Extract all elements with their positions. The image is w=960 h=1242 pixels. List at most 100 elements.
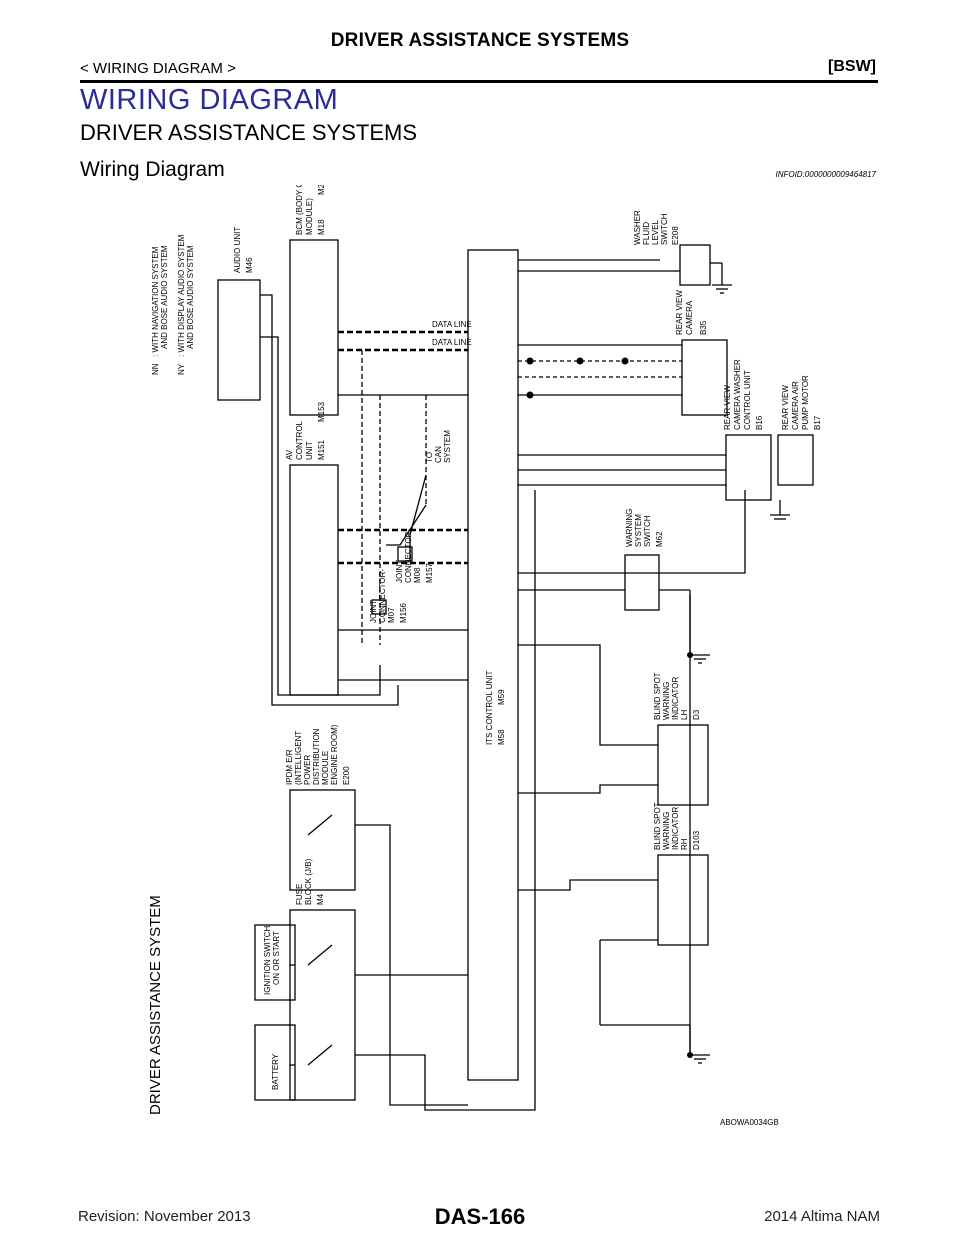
svg-text:: WITH DISPLAY AUDIO SYSTEM: : WITH DISPLAY AUDIO SYSTEM <box>177 234 186 357</box>
svg-text:CAMERA WASHER: CAMERA WASHER <box>733 359 742 430</box>
svg-text:JOINT: JOINT <box>369 600 378 623</box>
svg-text:WARNING: WARNING <box>662 682 671 720</box>
svg-text:D3: D3 <box>692 709 701 720</box>
svg-text:SWITCH: SWITCH <box>660 213 669 245</box>
subsection-title: DRIVER ASSISTANCE SYSTEMS <box>80 120 418 145</box>
svg-text:IGNITION SWITCH: IGNITION SWITCH <box>263 925 272 995</box>
bcm-label: BCM (BODY CONTROL MODULE) M18 M20 <box>295 185 326 235</box>
svg-text:M153: M153 <box>317 401 326 422</box>
battery-label: BATTERY <box>271 1053 280 1090</box>
junction-dot <box>526 391 534 399</box>
svg-text:M151: M151 <box>317 439 326 460</box>
bsw-rh-label: BLIND SPOT WARNING INDICATOR RH D103 <box>653 802 701 850</box>
svg-text:M58: M58 <box>497 729 506 745</box>
svg-text:PUMP MOTOR: PUMP MOTOR <box>801 375 810 430</box>
svg-text:REAR VIEW: REAR VIEW <box>781 385 790 430</box>
svg-text:LEVEL: LEVEL <box>651 220 660 245</box>
joint-connector-m07-box <box>371 599 387 615</box>
svg-text:ITS CONTROL UNIT: ITS CONTROL UNIT <box>485 671 494 745</box>
washer-fluid-switch-label: WASHER FLUID LEVEL SWITCH E208 <box>633 210 680 245</box>
rvc-box <box>681 339 728 416</box>
svg-text:CAMERA AIR: CAMERA AIR <box>791 381 800 430</box>
page-number: DAS-166 <box>434 1204 526 1229</box>
junction-dot <box>621 357 629 365</box>
rvc-washer-box <box>725 434 772 501</box>
bsw-lh-label: BLIND SPOT WARNING INDICATOR LH D3 <box>653 672 701 720</box>
svg-text:CONTROL: CONTROL <box>295 420 304 460</box>
breadcrumb: < WIRING DIAGRAM > <box>80 60 236 77</box>
info-id: INFOID:0000000009464817 <box>775 170 876 179</box>
svg-text:SWITCH: SWITCH <box>643 515 652 547</box>
svg-text:BLOCK (J/B): BLOCK (J/B) <box>304 858 313 905</box>
svg-text:M20: M20 <box>317 185 326 195</box>
svg-text:AND BOSE AUDIO SYSTEM: AND BOSE AUDIO SYSTEM <box>160 245 169 349</box>
svg-text:M07: M07 <box>387 607 396 623</box>
joint-connector-m08-label: JOINT CONNECTOR- M08 M157 <box>395 529 434 583</box>
svg-text:FUSE: FUSE <box>295 884 304 905</box>
svg-text:MODULE): MODULE) <box>305 198 314 235</box>
junction-dot <box>687 1052 693 1058</box>
wiring-diagram: DRIVER ASSISTANCE SYSTEM NN : WITH NAVIG… <box>147 185 822 1127</box>
audio-unit-label: AUDIO UNIT M46 <box>233 227 254 273</box>
junction-dot <box>687 652 693 658</box>
rvc-label: REAR VIEW CAMERA B35 <box>675 290 708 335</box>
section-tag: [BSW] <box>828 58 876 75</box>
pump-label: REAR VIEW CAMERA AIR PUMP MOTOR B17 <box>781 375 822 430</box>
joint-connector-m07-label: JOINT CONNECTOR- M07 M156 <box>369 569 408 623</box>
legend-nn: NN : WITH NAVIGATION SYSTEM AND BOSE AUD… <box>151 245 169 375</box>
svg-text:M08: M08 <box>413 567 422 583</box>
svg-text:M157: M157 <box>425 562 434 583</box>
rvc-washer-label: REAR VIEW CAMERA WASHER CONTROL UNIT B16 <box>723 359 764 430</box>
svg-text:TO: TO <box>425 452 434 463</box>
svg-text:BLIND SPOT: BLIND SPOT <box>653 672 662 720</box>
ipdm-label: IPDM E/R (INTELLIGENT POWER DISTRIBUTION… <box>285 724 351 785</box>
svg-text:UNIT: UNIT <box>305 441 314 460</box>
svg-text:CAN: CAN <box>434 446 443 463</box>
bsw-lh-box <box>657 724 709 806</box>
svg-text:CONNECTOR-: CONNECTOR- <box>378 569 387 623</box>
svg-text:FLUID: FLUID <box>642 222 651 245</box>
svg-text:AUDIO UNIT: AUDIO UNIT <box>233 227 242 273</box>
svg-text:BLIND SPOT: BLIND SPOT <box>653 802 662 850</box>
bsw-rh-box <box>657 854 709 946</box>
svg-text:INDICATOR: INDICATOR <box>671 677 680 720</box>
to-can-label: TO CAN SYSTEM <box>425 430 452 463</box>
its-unit-label: ITS CONTROL UNIT M58 M59 <box>485 671 506 745</box>
data-line-label-1: DATA LINE <box>432 320 472 329</box>
svg-text:B35: B35 <box>699 320 708 335</box>
junction-dot <box>526 357 534 365</box>
svg-text:M62: M62 <box>655 531 664 547</box>
fuse-block-box <box>289 909 356 1101</box>
svg-text:RH: RH <box>680 838 689 850</box>
svg-text:CAMERA: CAMERA <box>685 300 694 335</box>
svg-text:M156: M156 <box>399 602 408 623</box>
svg-text:SYSTEM: SYSTEM <box>443 430 452 463</box>
svg-text:REAR VIEW: REAR VIEW <box>675 290 684 335</box>
battery-box <box>254 1024 296 1101</box>
header-divider <box>80 80 878 83</box>
svg-text:D103: D103 <box>692 830 701 850</box>
ign-box <box>254 924 296 1001</box>
svg-text:ENGINE ROOM): ENGINE ROOM) <box>330 724 339 785</box>
bcm-box <box>289 239 339 416</box>
svg-text:(INTELLIGENT: (INTELLIGENT <box>294 731 303 785</box>
av-unit-box <box>289 464 339 696</box>
svg-text:M4: M4 <box>316 893 325 905</box>
svg-text:CONTROL UNIT: CONTROL UNIT <box>743 370 752 430</box>
svg-text:SYSTEM: SYSTEM <box>634 514 643 547</box>
svg-text:BCM (BODY CONTROL: BCM (BODY CONTROL <box>295 185 304 235</box>
figure-id: ABOWA0034GB <box>720 1118 779 1127</box>
svg-text:NN: NN <box>151 363 160 375</box>
svg-text:ON OR START: ON OR START <box>272 931 281 985</box>
model-text: 2014 Altima NAM <box>764 1208 880 1225</box>
svg-text:E208: E208 <box>671 226 680 245</box>
ign-label: IGNITION SWITCH ON OR START <box>263 925 281 995</box>
svg-text:REAR VIEW: REAR VIEW <box>723 385 732 430</box>
svg-text:MODULE: MODULE <box>321 751 330 785</box>
svg-text:LH: LH <box>680 710 689 720</box>
audio-unit-box <box>217 279 261 401</box>
warning-switch-label: WARNING SYSTEM SWITCH M62 <box>625 509 664 547</box>
svg-text:M59: M59 <box>497 689 506 705</box>
svg-text:POWER: POWER <box>303 755 312 785</box>
data-line-label-2: DATA LINE <box>432 338 472 347</box>
